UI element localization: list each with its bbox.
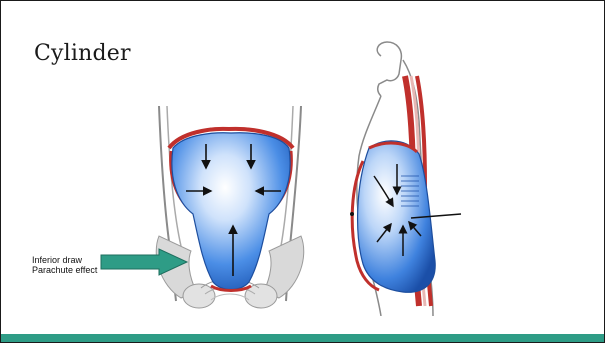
accent-bar [1, 334, 604, 342]
side-view-diagram [350, 42, 461, 316]
callout-arrow [99, 247, 191, 277]
front-view-diagram [156, 106, 304, 308]
callout-text: Inferior draw Parachute effect [32, 255, 107, 275]
slide-title: Cylinder [34, 41, 131, 66]
